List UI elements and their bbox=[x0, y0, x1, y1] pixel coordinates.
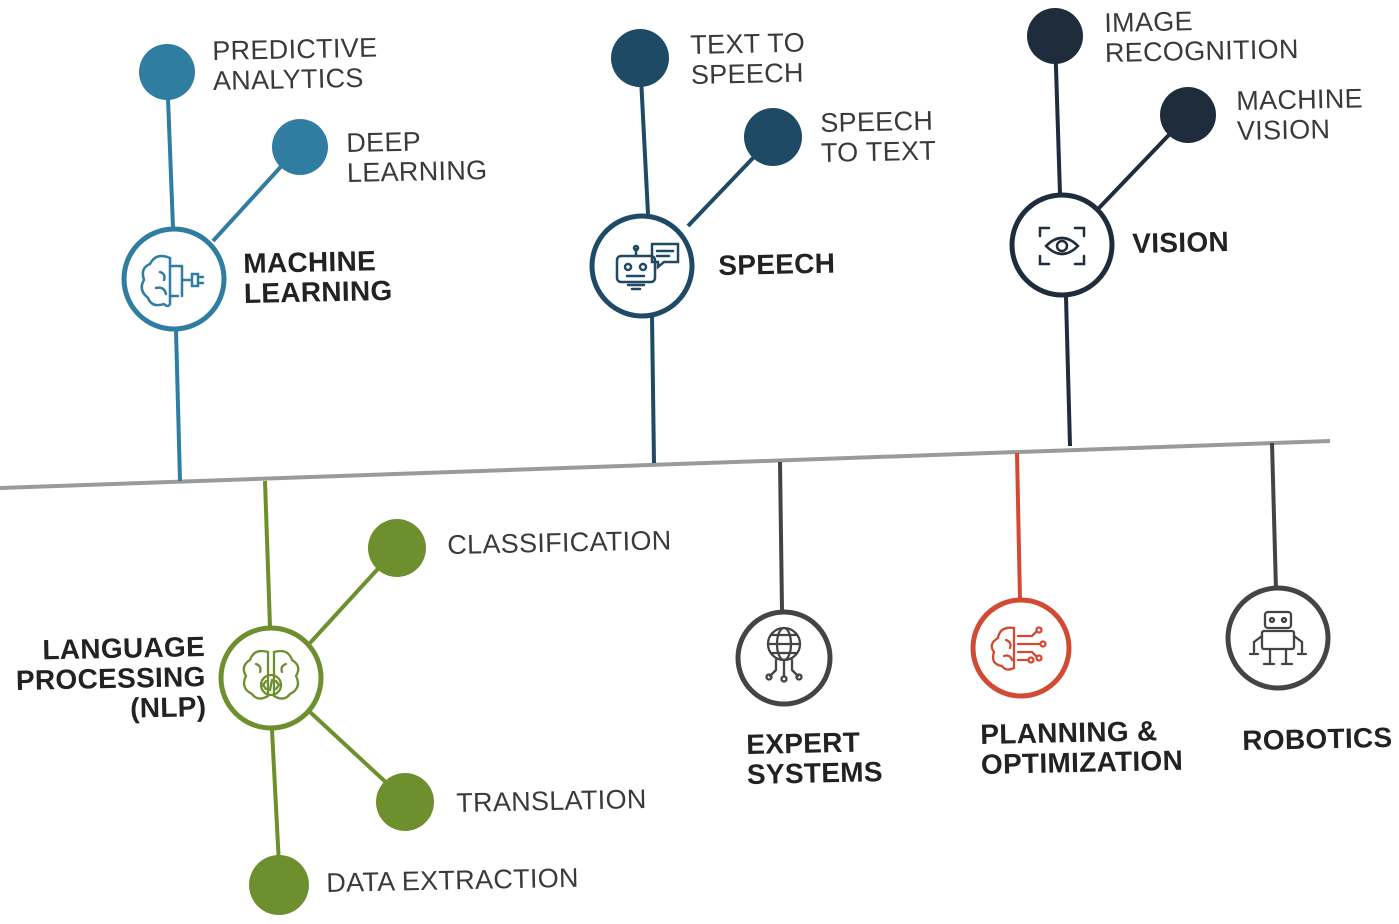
translation-dot bbox=[376, 773, 434, 831]
predictive-analytics-label: PREDICTIVE ANALYTICS bbox=[212, 32, 378, 96]
eye-scan-icon bbox=[1038, 226, 1086, 266]
robot-icon bbox=[1248, 610, 1308, 666]
robotics-label: ROBOTICS bbox=[1241, 721, 1393, 756]
classification-label: CLASSIFICATION bbox=[447, 525, 672, 560]
brain-code-icon bbox=[242, 649, 300, 700]
data-extraction-dot bbox=[249, 855, 309, 915]
data-extraction-label: DATA EXTRACTION bbox=[326, 862, 580, 898]
machine-vision-dot bbox=[1160, 87, 1216, 143]
expert-systems-label: EXPERT SYSTEMS bbox=[745, 726, 884, 790]
ml-stem-lower bbox=[174, 329, 182, 482]
image-recognition-dot bbox=[1027, 8, 1083, 64]
text-to-speech-label: TEXT TO SPEECH bbox=[690, 27, 806, 90]
speech-to-text-dot bbox=[744, 108, 802, 166]
image-recognition-label: IMAGE RECOGNITION bbox=[1104, 6, 1300, 68]
planning-label: PLANNING & OPTIMIZATION bbox=[979, 715, 1184, 780]
text-to-speech-dot bbox=[611, 29, 669, 87]
robotics-stem bbox=[1270, 442, 1278, 591]
expert-systems-stem bbox=[778, 461, 784, 611]
chat-robot-icon bbox=[615, 242, 680, 291]
deep-learning-label: DEEP LEARNING bbox=[346, 126, 488, 188]
main-axis bbox=[0, 439, 1331, 490]
predictive-analytics-dot bbox=[139, 44, 195, 100]
planning-node bbox=[970, 597, 1072, 699]
speech-label: SPEECH bbox=[717, 247, 836, 281]
nlp-stem-upper bbox=[263, 480, 272, 628]
speech-node bbox=[589, 213, 695, 319]
translation-label: TRANSLATION bbox=[456, 784, 647, 818]
vision-node bbox=[1009, 192, 1115, 298]
deep-learning-dot bbox=[272, 119, 328, 175]
vision-stem-lower bbox=[1064, 296, 1072, 447]
planning-stem bbox=[1015, 452, 1022, 601]
expert-systems-node bbox=[735, 609, 833, 707]
nlp-label: LANGUAGE PROCESSING (NLP) bbox=[15, 631, 207, 724]
vision-label: VISION bbox=[1131, 225, 1230, 259]
nlp-node bbox=[218, 625, 324, 731]
speech-stem-lower bbox=[650, 315, 656, 464]
machine-learning-node bbox=[121, 226, 227, 332]
speech-to-text-label: SPEECH TO TEXT bbox=[820, 105, 937, 168]
machine-vision-label: MACHINE VISION bbox=[1236, 83, 1364, 146]
classification-dot bbox=[368, 519, 426, 577]
machine-learning-label: MACHINE LEARNING bbox=[242, 245, 393, 309]
brain-plug-icon bbox=[140, 254, 205, 308]
globe-network-icon bbox=[765, 626, 803, 683]
brain-circuit-icon bbox=[990, 626, 1047, 671]
robotics-node bbox=[1225, 585, 1331, 691]
